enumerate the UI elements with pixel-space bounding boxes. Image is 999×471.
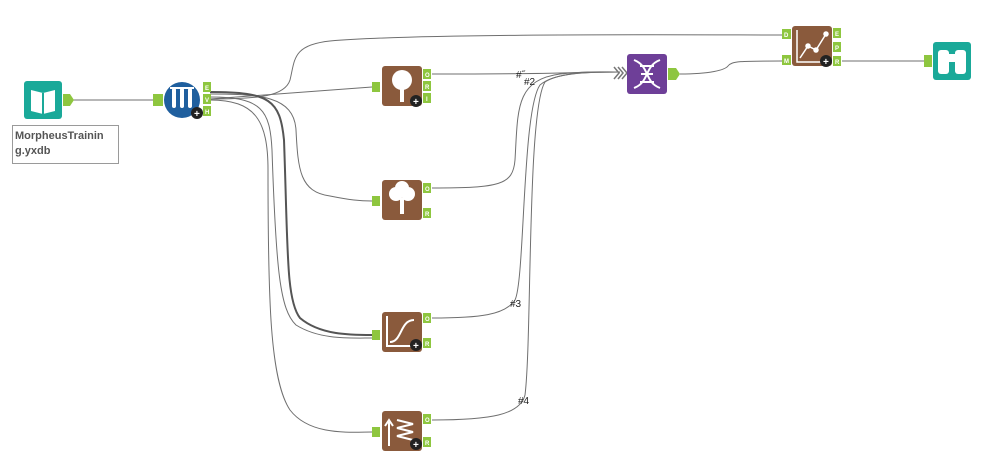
anchor-label-r: R <box>425 85 430 91</box>
wire-logistic-to-union[interactable] <box>431 71 621 319</box>
anchor-label-o: O <box>425 317 430 323</box>
input-anchor[interactable] <box>372 196 380 206</box>
output-anchor-i[interactable] <box>423 93 431 103</box>
multi-input-anchor[interactable] <box>613 66 628 80</box>
anchor-label-e: E <box>835 32 839 38</box>
anchor-label-o: O <box>425 73 430 79</box>
anchor-label-i: I <box>426 97 428 103</box>
tool-input-data[interactable] <box>24 81 74 119</box>
add-output-plus: + <box>413 440 419 451</box>
add-output-plus: + <box>194 109 200 120</box>
anchor-label-m: M <box>784 59 789 65</box>
input-anchor-m[interactable] <box>782 55 791 65</box>
s-curve-icon <box>386 316 417 347</box>
input-file-label: MorpheusTrainin g.yxdb <box>12 125 119 164</box>
tool-model-comparison[interactable]: D M + E P R <box>782 26 841 68</box>
output-anchor-r[interactable] <box>423 208 431 218</box>
wire-samples-to-logistic-2[interactable] <box>209 96 373 339</box>
output-anchor-o[interactable] <box>423 313 431 323</box>
connection-label-4: #4 <box>518 396 530 407</box>
output-anchor-r[interactable] <box>833 56 841 66</box>
connection-label-3: #3 <box>510 299 522 310</box>
anchor-label-p: P <box>835 46 839 52</box>
add-output-plus: + <box>413 97 419 108</box>
input-anchor-d[interactable] <box>782 29 791 39</box>
output-anchor-e[interactable] <box>833 28 841 38</box>
output-anchor-e[interactable] <box>203 82 211 92</box>
tool-union[interactable] <box>613 54 680 94</box>
anchor-label-r: R <box>835 60 840 66</box>
anchor-label-r: R <box>425 212 430 218</box>
tool-browse[interactable] <box>924 42 971 80</box>
wire-samples-to-boosted[interactable] <box>209 99 373 433</box>
wire-boosted-to-union[interactable] <box>431 71 621 421</box>
input-anchor[interactable] <box>372 330 380 340</box>
wire-samples-to-tree[interactable] <box>209 86 373 100</box>
output-anchor-r[interactable] <box>423 81 431 91</box>
anchor-label-o: O <box>425 418 430 424</box>
output-anchor-o[interactable] <box>423 69 431 79</box>
add-output-icon[interactable] <box>410 339 422 351</box>
tool-boosted-model[interactable]: + O R <box>372 411 431 451</box>
output-anchor-o[interactable] <box>423 183 431 193</box>
boosted-icon <box>384 418 414 446</box>
anchor-label-e: E <box>205 86 209 92</box>
connection-label-1: #˝ <box>516 69 526 81</box>
anchor-label-r: R <box>425 441 430 447</box>
anchor-label-v: V <box>205 98 209 104</box>
connections <box>72 34 928 433</box>
output-anchor-h[interactable] <box>203 106 211 116</box>
anchor-label-h: H <box>205 110 209 116</box>
input-anchor[interactable] <box>153 94 163 106</box>
connection-label-2: #2 <box>524 77 536 88</box>
anchor-label-o: O <box>425 187 430 193</box>
output-anchor-p[interactable] <box>833 42 841 52</box>
anchor-label-d: D <box>784 33 789 39</box>
add-output-icon[interactable] <box>410 438 422 450</box>
wire-union-to-comparison[interactable] <box>679 60 783 75</box>
tool-logistic-regression[interactable]: + O R <box>372 312 431 352</box>
wire-samples-to-forest[interactable] <box>209 93 373 202</box>
add-output-icon[interactable] <box>191 107 203 119</box>
tool-create-samples[interactable]: + E V H <box>153 82 211 120</box>
tool-decision-tree[interactable]: + O R I <box>372 66 431 108</box>
input-anchor[interactable] <box>372 82 380 92</box>
test-tubes-icon <box>170 87 194 108</box>
anchor-label-r: R <box>425 342 430 348</box>
dna-icon <box>633 59 661 89</box>
tool-forest-model[interactable]: O R <box>372 180 431 220</box>
add-output-plus: + <box>823 57 829 68</box>
output-anchor-r[interactable] <box>423 437 431 447</box>
add-output-icon[interactable] <box>410 95 422 107</box>
output-anchor-o[interactable] <box>423 414 431 424</box>
add-output-icon[interactable] <box>820 55 832 67</box>
output-anchor-r[interactable] <box>423 338 431 348</box>
forest-icon <box>389 181 415 214</box>
connection-labels: #˝ #2 #3 #4 <box>510 69 536 407</box>
tree-icon <box>392 70 412 102</box>
output-anchor[interactable] <box>668 68 680 80</box>
wire-forest-to-union[interactable] <box>431 71 621 189</box>
output-anchor[interactable] <box>63 94 74 106</box>
input-anchor[interactable] <box>924 55 932 67</box>
wire-samples-to-comparison-d[interactable] <box>209 34 783 100</box>
binoculars-icon <box>938 50 966 74</box>
add-output-plus: + <box>413 341 419 352</box>
book-icon <box>31 90 55 114</box>
input-anchor[interactable] <box>372 427 380 437</box>
output-anchor-v[interactable] <box>203 94 211 104</box>
chart-icon <box>796 30 829 63</box>
wire-samples-to-logistic[interactable] <box>209 91 373 336</box>
